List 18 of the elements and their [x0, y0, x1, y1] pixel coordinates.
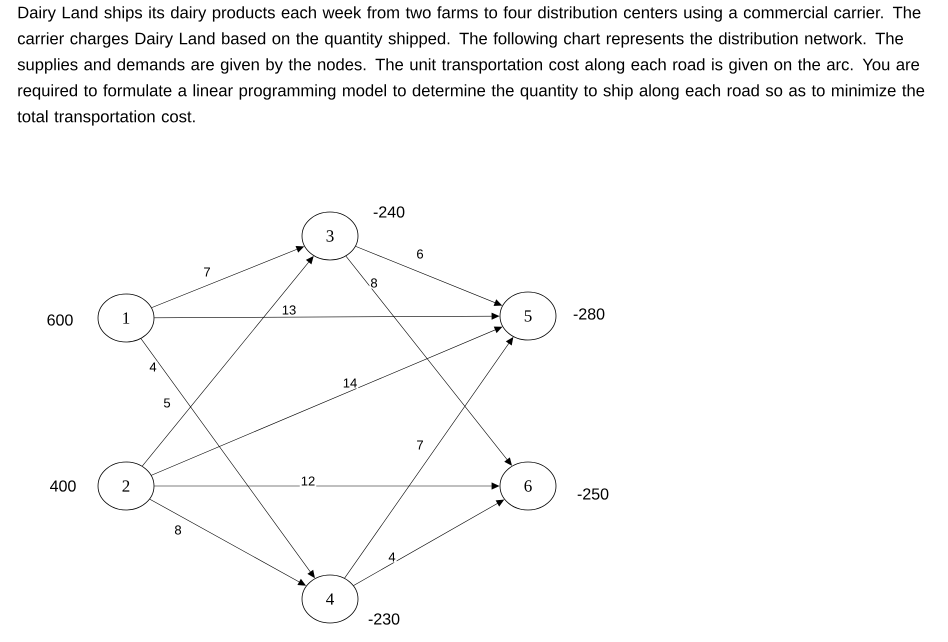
- cost-label: 13: [282, 305, 296, 315]
- cost-label: 6: [417, 249, 424, 259]
- supply-demand-value: 400: [50, 480, 76, 492]
- supply-demand-value: -280: [574, 308, 604, 320]
- cost-label: 7: [417, 440, 423, 450]
- cost-label: 4: [150, 362, 156, 372]
- supply-demand-value: -240: [374, 206, 404, 218]
- cost-label: 8: [370, 278, 378, 288]
- supply-demand-value: -250: [578, 488, 608, 500]
- supply-demand-value: 600: [47, 314, 73, 326]
- cost-label: 14: [344, 378, 357, 388]
- supply-demand-value: -230: [368, 613, 400, 625]
- cost-label: 7: [204, 268, 210, 276]
- cost-label: 8: [174, 525, 182, 535]
- problem-text: Dairy Land ships its dairy products each week from two farms to four distribution centers using a commercial carrier. The carrier charges Dairy Land based on the quantity shipped. The following chart represents the distribution network. The supplies and demands are given by the nodes. The unit transportation cost along each road is given on the arc. You are required to formulate a linear programming model to determine the quantity to ship along each road so as to minimize the total transportation cost.: [17, 6, 924, 126]
- cost-label: 5: [164, 398, 170, 408]
- cost-label: 4: [388, 552, 396, 562]
- cost-label: 12: [302, 476, 315, 486]
